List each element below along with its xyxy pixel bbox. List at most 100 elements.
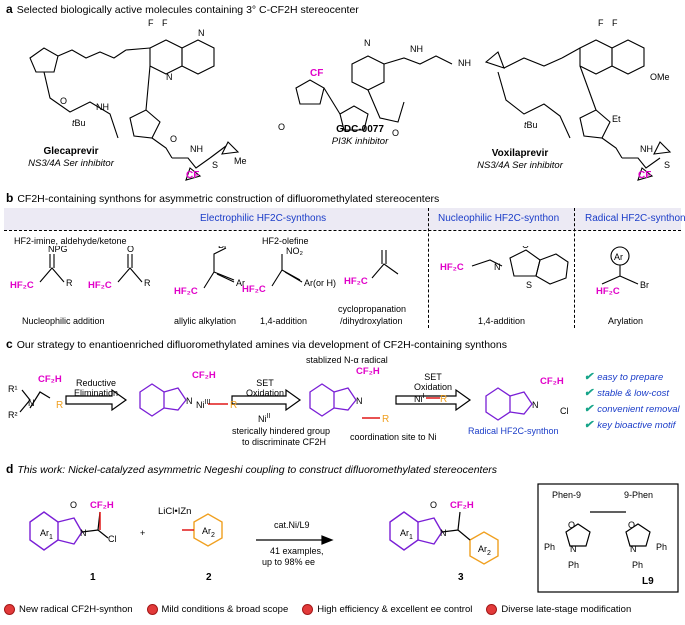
section-b-title: CF2H-containing synthons for asymmetric …	[17, 193, 440, 205]
label-allylic: allylic alkylation	[174, 316, 237, 326]
svg-text:O: O	[430, 500, 437, 510]
svg-text:R¹: R¹	[8, 384, 18, 394]
arrow2-label: SET Oxidation	[246, 378, 284, 398]
svg-text:N: N	[356, 396, 363, 406]
svg-text:NPG: NPG	[48, 246, 68, 254]
feature-text: convenient removal	[597, 404, 680, 415]
highlight-item: High efficiency & excellent ee control	[302, 604, 472, 615]
check-icon: ✔	[584, 403, 594, 415]
svg-text:R: R	[382, 414, 389, 425]
mol-desc-gdc0077: PI3K inhibitor	[331, 136, 389, 147]
svg-text:S: S	[664, 160, 670, 170]
svg-text:R²: R²	[8, 410, 18, 420]
svg-text:CF: CF	[186, 170, 199, 181]
svg-text:F: F	[162, 18, 168, 28]
label-arylation: Arylation	[608, 316, 644, 326]
svg-text:R: R	[144, 278, 151, 288]
svg-text:tBu: tBu	[72, 118, 86, 128]
label-14-addition: 1,4-addition	[260, 316, 308, 326]
mol-name-glecaprevir: Glecaprevir	[43, 146, 99, 157]
compound-1-label: 1	[90, 572, 96, 583]
ligand-group-3: Ph	[544, 542, 556, 552]
svg-text:CF₂H: CF₂H	[540, 376, 564, 387]
ligand-group-5: Ph	[656, 542, 668, 552]
feature-item: ✔convenient removal	[584, 402, 680, 415]
condition-ee: up to 98% ee	[262, 557, 316, 567]
section-d-letter: d	[6, 462, 14, 476]
section-c-letter: c	[6, 337, 13, 351]
col-nucleophilic: Nucleophilic HF2C-synthon	[438, 213, 560, 224]
label-14-addition-nuc: 1,4-addition	[478, 316, 526, 326]
label-nucleophilic-addition: Nucleophilic addition	[22, 316, 105, 326]
compound-2-label: 2	[206, 572, 212, 583]
label-dihydroxylation: /dihydroxylation	[340, 316, 403, 326]
svg-text:S: S	[212, 160, 218, 170]
feature-text: stable & low-cost	[597, 388, 670, 399]
svg-text:O: O	[60, 96, 67, 106]
col-sep-1	[428, 208, 429, 328]
feature-item: ✔key bioactive motif	[584, 418, 680, 431]
arrow1-line1: Reductive	[76, 378, 117, 388]
svg-text:NH: NH	[458, 58, 471, 68]
condition-catalyst: cat.Ni/L9	[274, 520, 310, 530]
arrow3-line2: Oxidation	[414, 382, 453, 392]
arrow3-label: SET Oxidation	[414, 372, 452, 392]
note-radical: stablized N-α radical	[306, 355, 388, 365]
svg-text:NH: NH	[96, 102, 109, 112]
svg-text:O: O	[392, 128, 399, 138]
svg-text:HF₂C: HF₂C	[596, 286, 620, 297]
svg-text:N: N	[364, 38, 371, 48]
svg-text:CF₂H: CF₂H	[38, 374, 62, 385]
section-c-title: Our strategy to enantioenriched difluoro…	[16, 339, 507, 351]
svg-text:O: O	[70, 500, 77, 510]
svg-text:NiII: NiII	[258, 413, 270, 424]
svg-text:Me: Me	[234, 156, 247, 166]
svg-text:Br: Br	[218, 246, 227, 250]
ligand-group-6: Ph	[632, 560, 644, 570]
svg-text:F: F	[612, 18, 618, 28]
svg-text:Br: Br	[640, 280, 649, 290]
compound-3-label: 3	[458, 572, 464, 583]
arrow1-label: Reductive Elimination	[74, 378, 118, 398]
svg-text:Cl: Cl	[108, 534, 117, 544]
svg-text:CF: CF	[310, 68, 323, 79]
ligand-l9-label: L9	[642, 576, 654, 587]
svg-text:NH: NH	[190, 144, 203, 154]
label-olefin: HF2-olefine	[262, 236, 309, 246]
check-icon: ✔	[584, 419, 594, 431]
svg-text:Ar2: Ar2	[202, 526, 215, 539]
svg-text:O: O	[278, 122, 285, 132]
arrow3-line1: SET	[424, 372, 442, 382]
section-a-letter: a	[6, 2, 13, 16]
bullet-icon	[4, 604, 15, 615]
check-icon: ✔	[584, 387, 594, 399]
highlight-text: Mild conditions & broad scope	[161, 604, 289, 616]
feature-item: ✔easy to prepare	[584, 370, 680, 383]
svg-text:O: O	[628, 520, 635, 530]
section-d-title: This work: Nickel-catalyzed asymmetric N…	[17, 464, 498, 476]
svg-text:O: O	[568, 520, 575, 530]
note-steric-2: to discriminate CF2H	[242, 437, 327, 447]
section-a-title: Selected biologically active molecules c…	[16, 4, 359, 16]
svg-text:R: R	[440, 394, 447, 405]
svg-text:N: N	[532, 400, 539, 410]
reagent-zn: LiCl•IZn	[158, 506, 192, 517]
col-sep-2	[574, 208, 575, 328]
mol-name-gdc0077: GDC-0077	[336, 124, 384, 135]
mol-desc-glecaprevir: NS3/4A Ser inhibitor	[28, 158, 114, 169]
highlights-row: New radical CF2H-synthon Mild conditions…	[4, 604, 684, 615]
svg-text:R: R	[230, 400, 237, 411]
note-coordination: coordination site to Ni	[350, 432, 437, 442]
svg-text:F: F	[598, 18, 604, 28]
svg-text:HF₂C: HF₂C	[174, 286, 198, 297]
feature-list: ✔easy to prepare ✔stable & low-cost ✔con…	[584, 370, 680, 431]
svg-text:HF₂C: HF₂C	[344, 276, 368, 287]
svg-text:Ar2: Ar2	[478, 544, 491, 557]
svg-text:OMe: OMe	[650, 72, 670, 82]
svg-text:Ar(or H): Ar(or H)	[304, 278, 336, 288]
svg-text:N: N	[166, 72, 173, 82]
ligand-group-4: Ph	[568, 560, 580, 570]
